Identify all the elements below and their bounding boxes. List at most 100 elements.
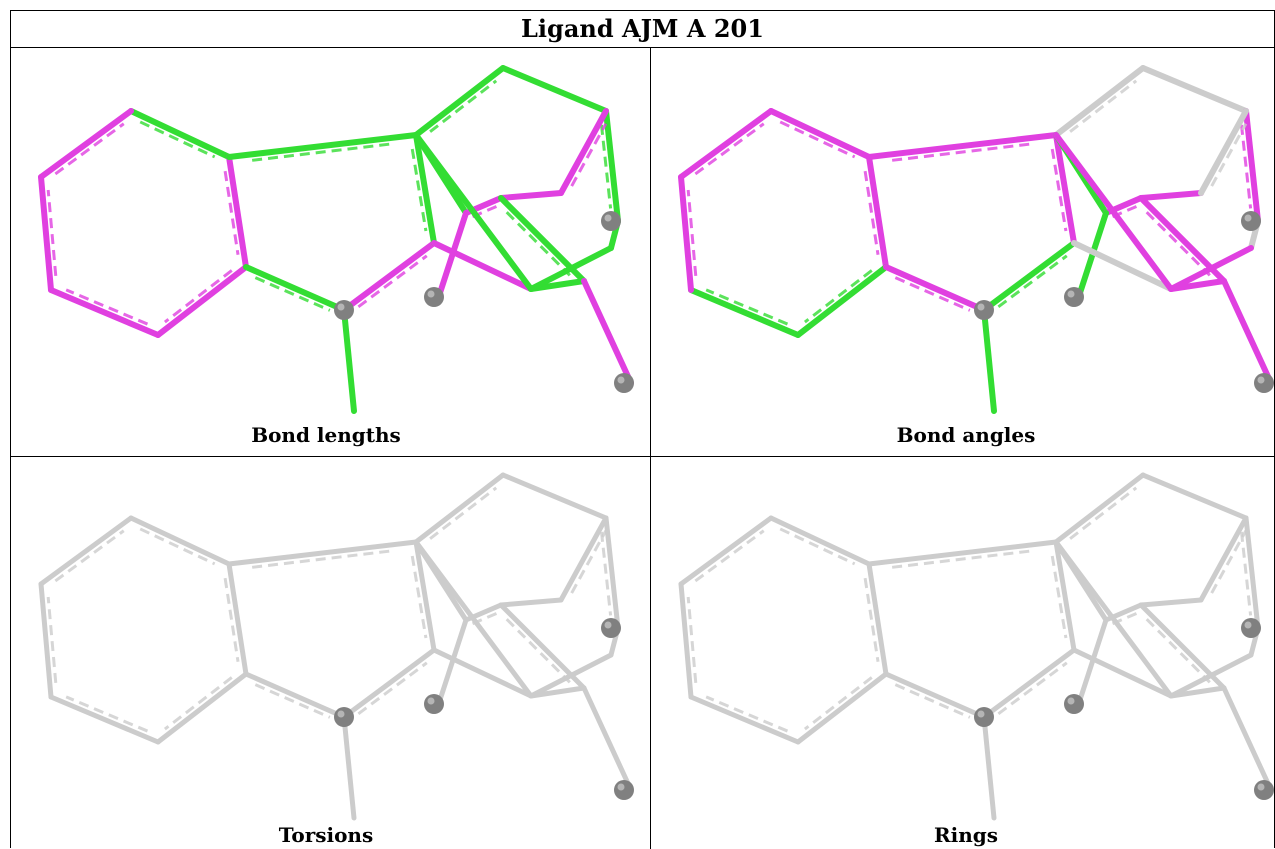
- atom-sphere: [424, 694, 444, 714]
- bond: [413, 539, 534, 699]
- aromatic-bond-dash: [779, 120, 856, 159]
- bond: [48, 287, 161, 338]
- atom-sphere: [1064, 287, 1084, 307]
- bond: [435, 210, 469, 302]
- aromatic-bond-dash: [410, 555, 428, 639]
- bond: [38, 174, 54, 293]
- aromatic-bond-dash: [694, 529, 765, 583]
- atom-highlight: [617, 783, 625, 791]
- aromatic-bond-dash: [357, 661, 428, 715]
- bond: [1140, 65, 1249, 114]
- atom-highlight: [427, 290, 435, 298]
- molecule-diagram: [38, 65, 634, 414]
- molecule-diagram: [678, 65, 1274, 414]
- atom-highlight: [1257, 376, 1265, 384]
- aromatic-bond-dash: [1239, 531, 1253, 616]
- aromatic-bond-dash: [223, 577, 240, 662]
- aromatic-bond-dash: [570, 123, 608, 187]
- bond: [678, 174, 694, 293]
- aromatic-bond-dash: [1210, 530, 1248, 594]
- bond: [688, 287, 801, 338]
- aromatic-bond-dash: [54, 122, 125, 176]
- atom-highlight: [604, 214, 612, 222]
- aromatic-bond-dash: [139, 120, 216, 159]
- bond: [581, 685, 634, 793]
- bond: [413, 132, 534, 292]
- bond: [528, 652, 614, 699]
- bond: [1168, 245, 1254, 292]
- atom-sphere: [1254, 780, 1274, 800]
- atom-sphere: [601, 618, 621, 638]
- aromatic-bond-dash: [254, 683, 331, 719]
- bond: [981, 240, 1077, 313]
- bond: [498, 597, 564, 608]
- bond: [226, 132, 419, 160]
- atom-sphere: [974, 707, 994, 727]
- bond: [1053, 539, 1077, 653]
- bond: [500, 65, 609, 114]
- bond: [341, 647, 437, 720]
- bond: [528, 245, 614, 292]
- bond: [1221, 278, 1274, 386]
- bond: [1053, 472, 1146, 545]
- aromatic-bond-dash: [694, 122, 765, 176]
- aromatic-bond-dash: [429, 486, 498, 540]
- bond: [243, 264, 347, 313]
- bond: [341, 714, 357, 821]
- atom-highlight: [1067, 697, 1075, 705]
- bond: [38, 108, 134, 180]
- aromatic-bond-dash: [705, 695, 789, 733]
- aromatic-bond-dash: [46, 596, 58, 684]
- bond: [498, 190, 564, 201]
- aromatic-bond-dash: [65, 288, 149, 326]
- bond: [128, 515, 232, 567]
- bond: [1198, 108, 1249, 196]
- molecule-diagram: [38, 472, 634, 821]
- bond: [1243, 515, 1261, 631]
- panel-caption: Rings: [933, 823, 998, 847]
- bond: [1071, 647, 1174, 699]
- bond: [1053, 132, 1174, 292]
- bond: [768, 108, 872, 160]
- bond: [226, 561, 249, 677]
- bond: [558, 515, 609, 603]
- bond: [1198, 515, 1249, 603]
- bond: [981, 714, 997, 821]
- bond: [795, 264, 889, 338]
- bond: [1053, 65, 1146, 138]
- aromatic-bond-dash: [163, 269, 233, 324]
- aromatic-bond-dash: [1239, 124, 1253, 209]
- aromatic-bond-dash: [251, 549, 395, 569]
- bond: [558, 108, 609, 196]
- bond: [413, 539, 437, 653]
- bond: [1168, 685, 1227, 699]
- aromatic-bond-dash: [357, 254, 428, 308]
- bond: [581, 278, 634, 386]
- aromatic-bond-dash: [599, 531, 613, 616]
- panel-torsions: [16, 460, 636, 825]
- bond: [1075, 617, 1109, 709]
- bond: [688, 694, 801, 745]
- atom-highlight: [1067, 290, 1075, 298]
- aromatic-bond-dash: [1069, 79, 1138, 133]
- ligand-validation-table: Ligand AJM A 201 Bond lengths Bond angle…: [10, 10, 1275, 849]
- bond: [1168, 652, 1254, 699]
- panel-caption: Bond lengths: [251, 423, 401, 447]
- aromatic-bond-dash: [1050, 555, 1068, 639]
- atom-highlight: [617, 376, 625, 384]
- bond: [38, 515, 134, 587]
- bond: [431, 240, 534, 292]
- bond: [413, 65, 506, 138]
- atom-highlight: [337, 303, 345, 311]
- bond: [866, 561, 889, 677]
- aromatic-bond-dash: [429, 79, 498, 133]
- atom-sphere: [1241, 211, 1261, 231]
- aromatic-bond-dash: [65, 695, 149, 733]
- bond: [678, 108, 774, 180]
- atom-sphere: [974, 300, 994, 320]
- bond: [768, 515, 872, 567]
- aromatic-bond-dash: [779, 527, 856, 566]
- divider: [650, 47, 651, 849]
- aromatic-bond-dash: [163, 676, 233, 731]
- bond: [413, 472, 506, 545]
